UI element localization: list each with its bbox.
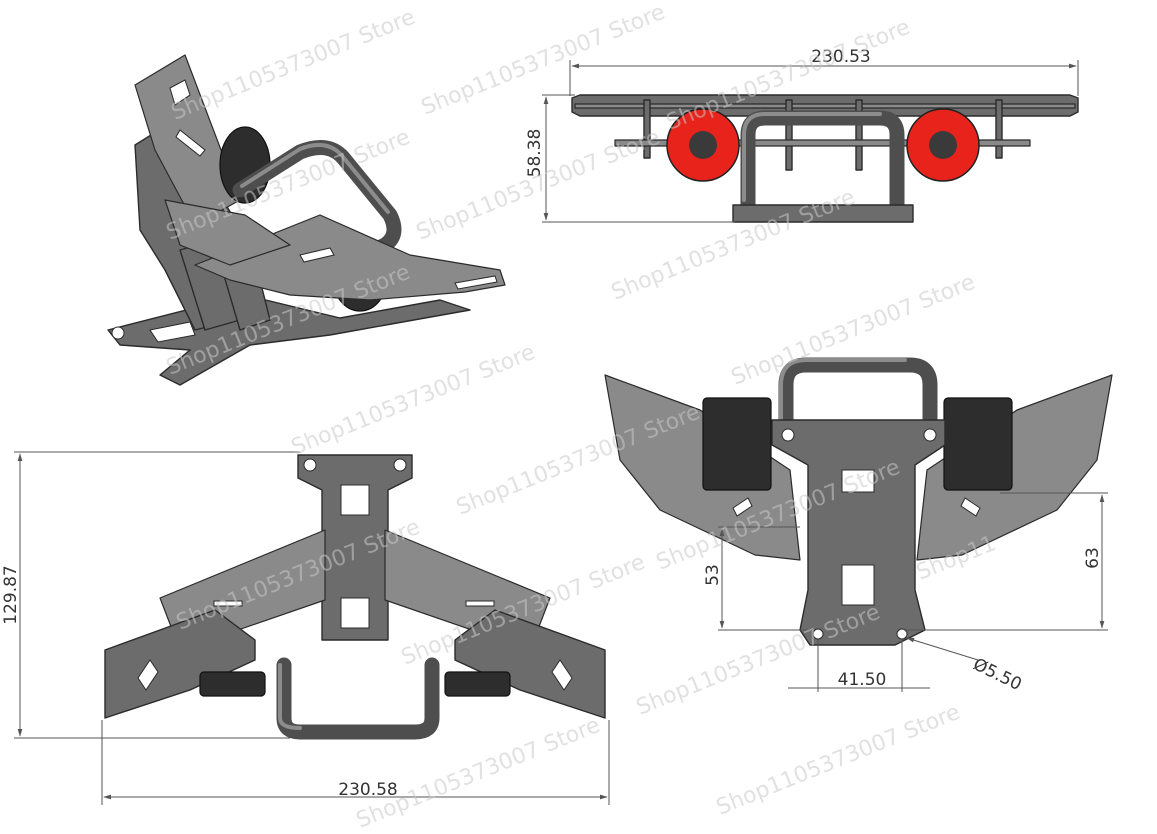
watermark: Shop1105373007 Store [633, 600, 884, 721]
front-view: 230.58 129.87 [1, 451, 610, 805]
isometric-view [107, 54, 506, 386]
top-width-label: 230.53 [811, 47, 870, 67]
hole-spacing-label: 41.50 [838, 670, 887, 690]
watermark: Shop1105373007 Store [713, 700, 964, 821]
watermark: Shop1105373007 Store [168, 5, 419, 126]
hole-diameter-label: Ø5.50 [970, 655, 1025, 695]
rear-right-height-label: 63 [1083, 547, 1103, 569]
rear-left-height-label: 53 [703, 564, 723, 586]
front-height-label: 129.87 [1, 565, 21, 624]
top-view: 230.53 58.38 [525, 47, 1079, 223]
watermark: Shop1105373007 Store [288, 340, 539, 461]
front-width-label: 230.58 [338, 780, 397, 800]
top-height-label: 58.38 [525, 129, 545, 178]
watermark: Shop1105373007 Store [608, 185, 859, 306]
